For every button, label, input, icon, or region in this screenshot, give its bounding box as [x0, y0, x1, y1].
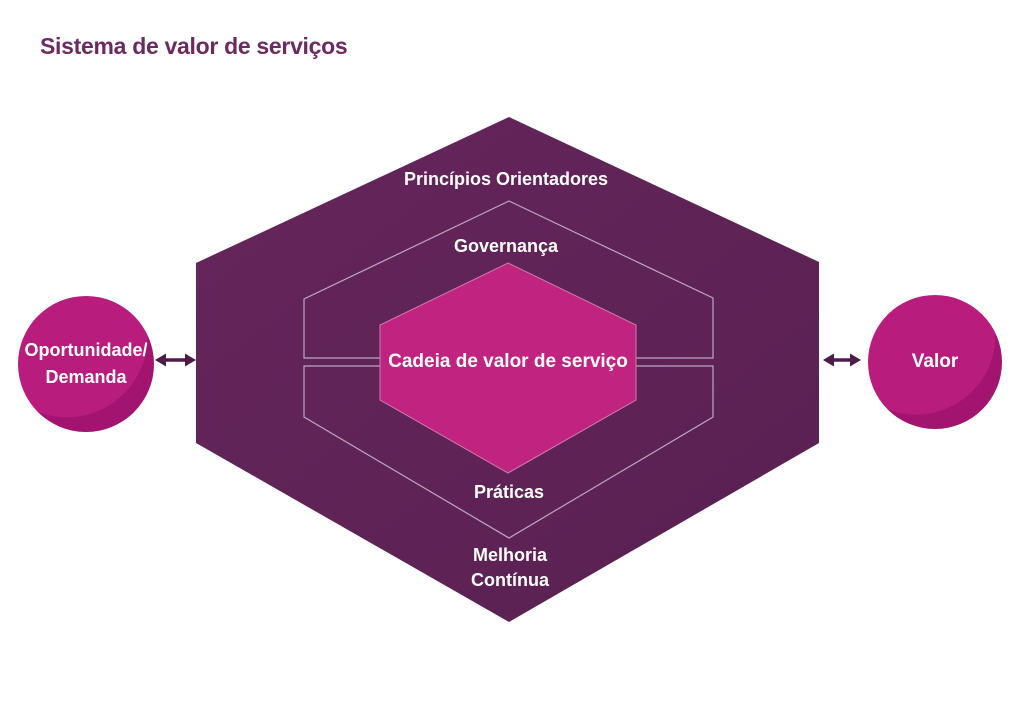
opportunity-demand-label: Oportunidade/ Demanda — [1, 337, 171, 391]
opportunity-demand-line2: Demanda — [45, 367, 127, 387]
opportunity-demand-line1: Oportunidade/ — [24, 340, 148, 360]
practices-label: Práticas — [473, 482, 545, 502]
left-double-arrow — [155, 353, 196, 367]
inner-hexagon-outline-bottom — [303, 365, 714, 539]
value-circle — [868, 295, 1002, 429]
guiding-principles-label: Princípios Orientadores — [403, 169, 609, 189]
continual-improvement-label: Melhoria Contínua — [360, 543, 660, 593]
service-value-chain-hexagon — [379, 262, 637, 474]
right-double-arrow — [823, 353, 861, 367]
continual-improvement-line1: Melhoria — [472, 545, 547, 565]
inner-hexagon-outline-top — [303, 200, 714, 359]
page-title: Sistema de valor de serviços — [40, 33, 348, 59]
service-value-chain-label: Cadeia de valor de serviço — [388, 351, 628, 372]
governance-label: Governança — [453, 236, 559, 256]
opportunity-demand-circle — [18, 296, 154, 432]
continual-improvement-line2: Contínua — [471, 570, 549, 590]
value-label: Valor — [911, 351, 959, 372]
